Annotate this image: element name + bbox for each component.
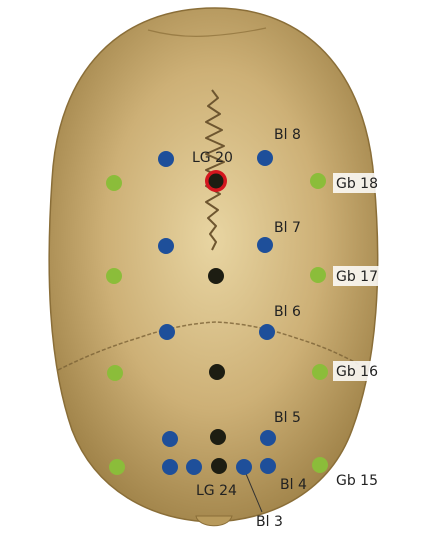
label-gb15: Gb 15: [336, 473, 378, 489]
gb17-left-point: [106, 268, 122, 284]
gb16-right-point: [312, 364, 328, 380]
bl8-left-point: [158, 151, 174, 167]
bl5-left-point: [162, 431, 178, 447]
label-bl4: Bl 4: [280, 477, 307, 493]
bl8-right-point: [257, 150, 273, 166]
gb18-left-point: [106, 175, 122, 191]
label-gb18: Gb 18: [336, 176, 378, 192]
bl6-left-point: [159, 324, 175, 340]
label-bl3: Bl 3: [256, 514, 283, 530]
lg24-point: [211, 458, 227, 474]
bl3-left-point: [186, 459, 202, 475]
bl3-right-point: [236, 459, 252, 475]
occipital-protuberance: [196, 516, 232, 526]
bl6-right-point: [259, 324, 275, 340]
label-bl7: Bl 7: [274, 220, 301, 236]
label-bl6: Bl 6: [274, 304, 301, 320]
midline-lower-point: [210, 429, 226, 445]
gb15-right-point: [312, 457, 328, 473]
label-gb16: Gb 16: [336, 364, 378, 380]
bl7-right-point: [257, 237, 273, 253]
bl4-left-point: [162, 459, 178, 475]
label-bl8: Bl 8: [274, 127, 301, 143]
gb15-left-point: [109, 459, 125, 475]
label-lg20: LG 20: [192, 150, 233, 166]
gb18-right-point: [310, 173, 326, 189]
midline-middle-point: [209, 364, 225, 380]
gb16-left-point: [107, 365, 123, 381]
gb17-right-point: [310, 267, 326, 283]
bl5-right-point: [260, 430, 276, 446]
bl4-right-point: [260, 458, 276, 474]
label-lg24: LG 24: [196, 483, 237, 499]
label-bl5: Bl 5: [274, 410, 301, 426]
skull: [49, 8, 378, 522]
label-gb17: Gb 17: [336, 269, 378, 285]
midline-upper-point: [208, 268, 224, 284]
bl7-left-point: [158, 238, 174, 254]
lg20-point: [209, 174, 224, 189]
